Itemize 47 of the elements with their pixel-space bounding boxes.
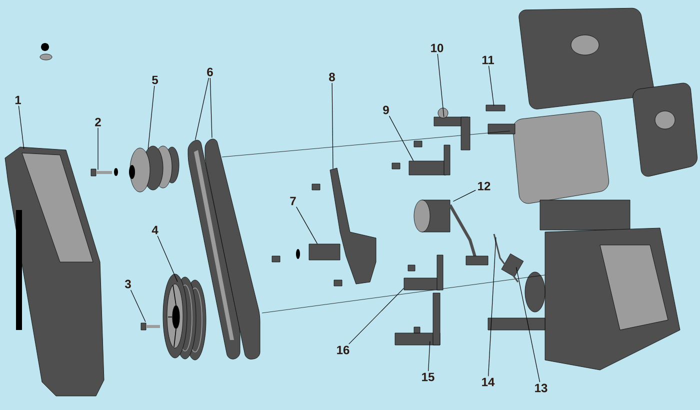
callout-number: 16	[337, 346, 350, 354]
bolt	[140, 322, 160, 330]
pulley	[129, 146, 180, 192]
shaft-key	[486, 104, 506, 112]
callout-number: 2	[95, 118, 101, 126]
leader-line	[452, 190, 476, 202]
leader-line	[130, 290, 146, 322]
callout-number: 10	[431, 44, 444, 52]
leader-line	[437, 54, 444, 118]
leader-line	[194, 78, 210, 140]
bracket	[434, 108, 470, 150]
leader-line	[296, 206, 318, 244]
tension-roller	[414, 200, 488, 266]
belt-cover	[4, 43, 104, 396]
bracket	[394, 292, 440, 346]
block	[501, 254, 524, 277]
pulley	[162, 274, 206, 360]
callout-number: 8	[329, 72, 335, 82]
tension-arm	[312, 168, 376, 286]
callout-number: 9	[383, 106, 389, 114]
leader-line	[148, 86, 155, 150]
leader-line	[488, 66, 494, 106]
callout-number: 7	[290, 196, 296, 206]
bolt	[90, 168, 118, 176]
callout-number: 6	[207, 68, 213, 76]
leader-line	[348, 288, 404, 344]
callout-number: 11	[482, 56, 494, 64]
callout-number: 5	[152, 76, 158, 84]
leader-line	[516, 266, 540, 382]
spring	[493, 234, 519, 282]
leader-line	[388, 116, 414, 162]
leader-line	[18, 106, 24, 150]
leader-line	[488, 236, 496, 376]
callout-number: 15	[422, 372, 434, 382]
bracket	[392, 140, 450, 176]
callout-number: 1	[15, 96, 21, 104]
leader-line	[210, 78, 212, 138]
bracket	[404, 254, 444, 290]
callout-number: 3	[124, 280, 131, 288]
spacer	[272, 244, 340, 262]
leader-line	[428, 340, 430, 372]
callout-number: 13	[535, 384, 548, 392]
callout-number: 14	[482, 378, 495, 386]
callout-number: 12	[478, 182, 490, 190]
leader-line	[157, 236, 178, 282]
leader-line	[332, 82, 334, 170]
callout-number: 4	[152, 226, 158, 234]
